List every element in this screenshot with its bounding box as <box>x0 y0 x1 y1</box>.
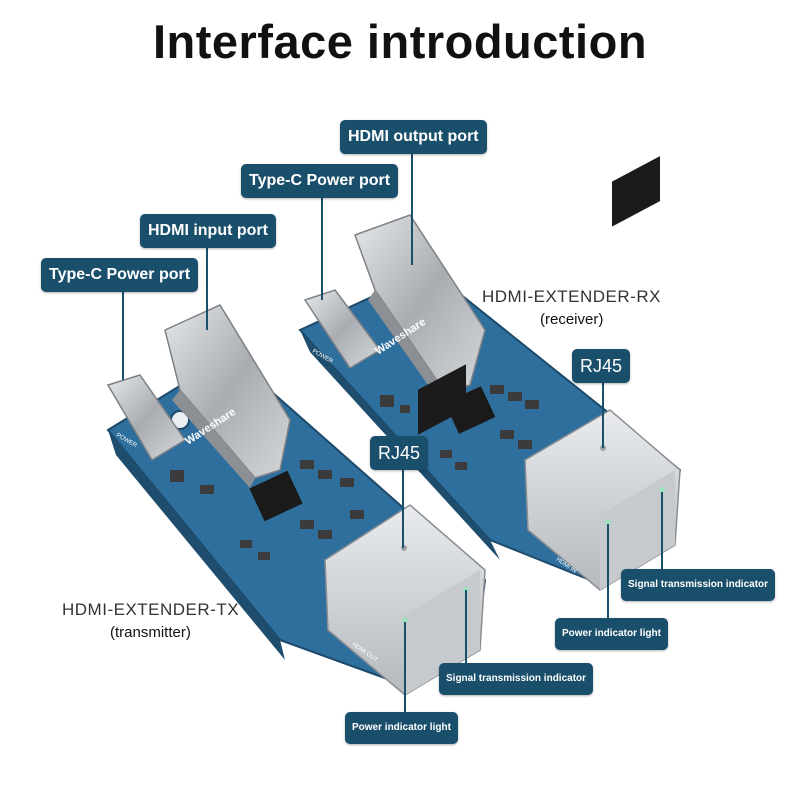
rx-components <box>380 385 539 470</box>
tx-board <box>106 304 487 696</box>
rx-rj45-port <box>612 156 660 227</box>
rx-device-name: HDMI-EXTENDER-RX <box>482 287 661 306</box>
callout-tx-typec: Type-C Power port <box>41 258 199 292</box>
callout-rx-signal: Signal transmission indicator <box>621 569 776 601</box>
callout-rx-power-light: Power indicator light <box>555 618 668 650</box>
leader-lines <box>122 153 663 712</box>
rx-signal-led <box>659 487 665 493</box>
tx-components <box>170 460 364 560</box>
rx-power-led <box>605 519 611 525</box>
callout-tx-signal: Signal transmission indicator <box>439 663 594 695</box>
rx-typec-connector <box>303 289 382 370</box>
callout-rx-typec: Type-C Power port <box>241 164 399 198</box>
callout-tx-power-light: Power indicator light <box>345 712 458 744</box>
rx-device-role: (receiver) <box>540 311 604 328</box>
tx-typec-connector <box>106 374 187 462</box>
page-title: Interface introduction <box>152 15 648 68</box>
tx-device-role: (transmitter) <box>110 624 191 641</box>
tx-power-led <box>402 617 408 623</box>
callout-rx-hdmi-output: HDMI output port <box>340 120 487 154</box>
tx-chip <box>249 470 303 522</box>
tx-device-name: HDMI-EXTENDER-TX <box>62 600 240 619</box>
callout-tx-rj45: RJ45 <box>370 436 429 470</box>
callout-tx-hdmi-input: HDMI input port <box>140 214 276 248</box>
callout-rx-rj45: RJ45 <box>572 349 631 383</box>
tx-rj45-port <box>418 364 466 435</box>
